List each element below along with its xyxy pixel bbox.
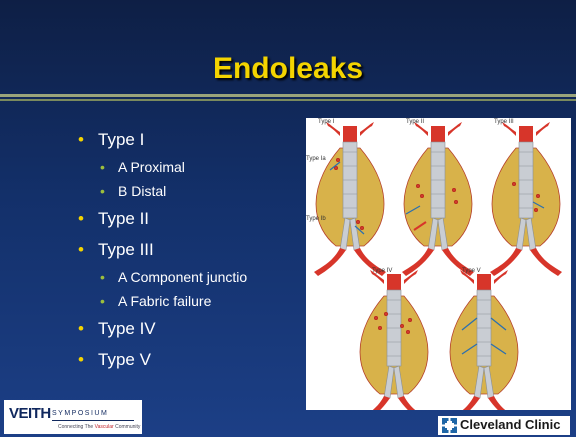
- bullet-item: • Type III: [78, 234, 314, 265]
- sub-bullet-item: • A Fabric failure: [78, 289, 314, 313]
- bullet-list: • Type I • A Proximal • B Distal • Type II •…: [78, 124, 314, 375]
- sub-bullet-item: • A Proximal: [78, 155, 314, 179]
- cleveland-clinic-text: Cleveland Clinic: [460, 417, 560, 432]
- bullet-item: • Type I: [78, 124, 314, 155]
- bullet-marker: •: [78, 313, 84, 344]
- panel-type-1: [314, 122, 386, 276]
- panel-label-type-1b: Type Ib: [306, 216, 326, 222]
- cleveland-clinic-cross-icon: [442, 418, 457, 433]
- panel-label-type-5: Type V: [462, 268, 481, 274]
- sub-bullet-item: • A Component junctio: [78, 265, 314, 289]
- bullet-text: Type III: [98, 240, 154, 259]
- sub-bullet-item: • B Distal: [78, 179, 314, 203]
- veith-logo-symposium: SYMPOSIUM: [52, 410, 108, 417]
- sub-bullet-marker: •: [100, 289, 105, 313]
- veith-logo-wordmark: VEITH: [9, 405, 51, 422]
- bullet-marker: •: [78, 344, 84, 375]
- veith-tagline-suffix: Community: [114, 424, 141, 430]
- title-divider: [0, 94, 576, 97]
- bullet-text: Type I: [98, 130, 144, 149]
- panel-type-2: [402, 122, 474, 276]
- endoleak-diagram: Type I Type II Type III Type IV Type V T…: [306, 118, 571, 410]
- sub-bullet-text: B Distal: [118, 183, 166, 199]
- endoleak-illustration: Type I Type II Type III Type IV Type V T…: [306, 118, 571, 410]
- panel-label-type-1a: Type Ia: [306, 156, 326, 162]
- bullet-text: Type II: [98, 209, 149, 228]
- panel-type-5: [448, 270, 520, 410]
- bullet-marker: •: [78, 234, 84, 265]
- panel-type-4: [358, 270, 430, 410]
- bullet-item: • Type II: [78, 203, 314, 234]
- veith-tagline-prefix: Connecting The: [58, 424, 95, 430]
- sub-bullet-marker: •: [100, 179, 105, 203]
- slide-title: Endoleaks: [0, 52, 576, 86]
- bullet-marker: •: [78, 203, 84, 234]
- bullet-item: • Type V: [78, 344, 314, 375]
- veith-symposium-logo: VEITH SYMPOSIUM Connecting The Vascular …: [4, 400, 142, 434]
- sub-bullet-marker: •: [100, 265, 105, 289]
- panel-label-type-4: Type IV: [372, 268, 392, 274]
- panel-label-type-3: Type III: [494, 119, 514, 125]
- cleveland-clinic-logo: Cleveland Clinic: [438, 416, 570, 435]
- veith-tagline-highlight: Vascular: [95, 424, 114, 430]
- bullet-text: Type V: [98, 350, 151, 369]
- veith-logo-rule: [52, 420, 134, 421]
- panel-type-3: [490, 122, 562, 276]
- sub-bullet-text: A Proximal: [118, 159, 185, 175]
- sub-bullet-text: A Component junctio: [118, 269, 247, 285]
- panel-label-type-2: Type II: [406, 119, 424, 125]
- sub-bullet-marker: •: [100, 155, 105, 179]
- veith-logo-tagline: Connecting The Vascular Community: [58, 424, 140, 430]
- panel-label-type-1: Type I: [318, 119, 335, 125]
- sub-bullet-text: A Fabric failure: [118, 293, 211, 309]
- bullet-text: Type IV: [98, 319, 156, 338]
- bullet-marker: •: [78, 124, 84, 155]
- title-divider-lower: [0, 99, 576, 101]
- bullet-item: • Type IV: [78, 313, 314, 344]
